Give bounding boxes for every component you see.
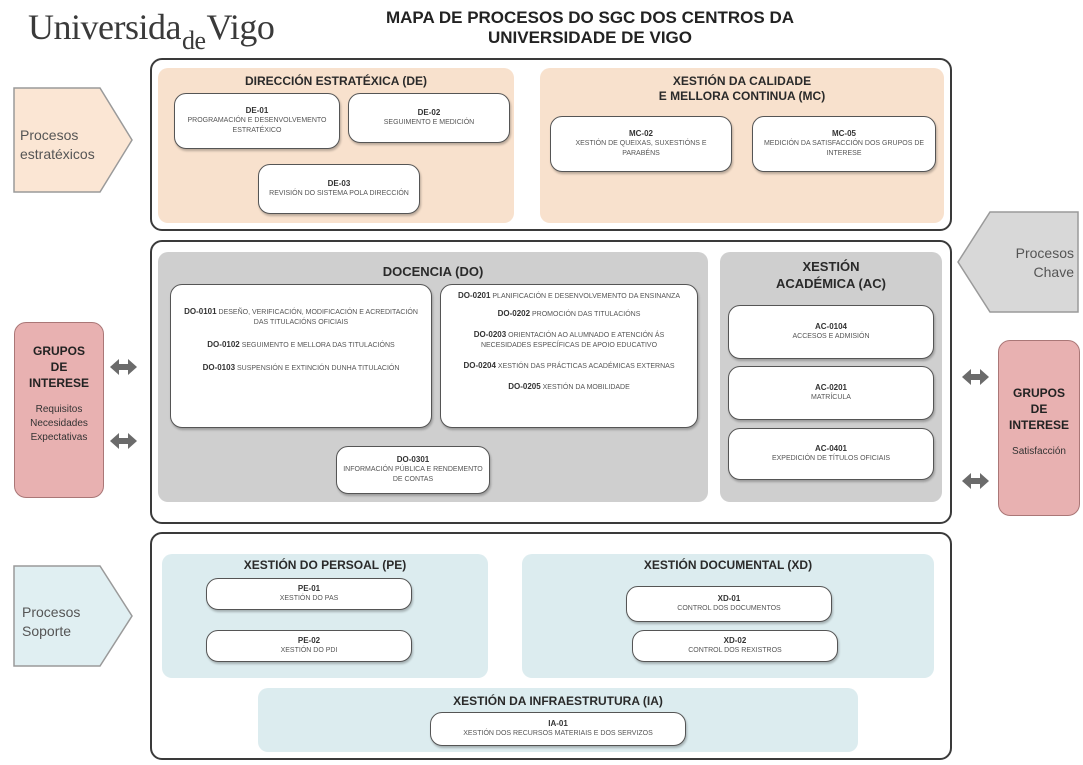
process-text: SEGUIMENTO E MEDICIÓN <box>383 119 475 126</box>
grupos-left-title: GRUPOS DE INTERESE <box>28 344 89 390</box>
estratexicos-arrow-shape <box>13 87 133 193</box>
process-text: MATRÍCULA <box>811 394 851 401</box>
logo-text-2: de <box>181 26 206 55</box>
university-logo: UniversidadeVigo <box>28 6 275 55</box>
do-left-box: DO-0101 DESEÑO, VERIFICACIÓN, MODIFICACI… <box>170 284 432 428</box>
process-box-de03: DE-03 REVISIÓN DO SISTEMA POLA DIRECCIÓN <box>258 164 420 214</box>
mc-title: XESTIÓN DA CALIDADE E MELLORA CONTINUA (… <box>658 74 826 103</box>
process-code: DO-0301 <box>396 455 430 464</box>
do-item-0204: DO-0204 XESTIÓN DAS PRÁCTICAS ACADÉMICAS… <box>463 361 675 370</box>
process-code: DE-02 <box>417 108 441 117</box>
process-box-xd01: XD-01 CONTROL DOS DOCUMENTOS <box>626 586 832 622</box>
logo-text-1: Universida <box>28 7 181 47</box>
xd-title: XESTIÓN DOCUMENTAL (XD) <box>643 558 813 572</box>
process-code: IA-01 <box>548 719 568 728</box>
do-item-0103: DO-0103 SUSPENSIÓN E EXTINCIÓN DUNHA TIT… <box>202 363 400 372</box>
do-item-0202: DO-0202 PROMOCIÓN DAS TITULACIÓNS <box>497 309 641 318</box>
do-item-0205: DO-0205 XESTIÓN DA MOBILIDADE <box>508 382 630 391</box>
process-text: REVISIÓN DO SISTEMA POLA DIRECCIÓN <box>269 190 409 197</box>
process-code: DE-03 <box>327 179 351 188</box>
ia-title: XESTIÓN DA INFRAESTRUTURA (IA) <box>453 694 663 708</box>
process-code: PE-01 <box>297 584 321 593</box>
process-code: MC-02 <box>628 129 653 138</box>
process-code: PE-02 <box>297 636 321 645</box>
process-text: MEDICIÓN DA SATISFACCIÓN DOS GRUPOS DE I… <box>763 140 925 157</box>
process-code: MC-05 <box>831 129 856 138</box>
estratexicos-label: Procesos estratéxicos <box>20 127 95 162</box>
do-item-0101: DO-0101 DESEÑO, VERIFICACIÓN, MODIFICACI… <box>184 307 418 326</box>
do-right-box: DO-0201 PLANIFICACIÓN E DESENVOLVEMENTO … <box>440 284 698 428</box>
process-box-pe01: PE-01 XESTIÓN DO PAS <box>206 578 412 610</box>
process-box-mc02: MC-02 XESTIÓN DE QUEIXAS, SUXESTIÓNS E P… <box>550 116 732 172</box>
process-box-mc05: MC-05 MEDICIÓN DA SATISFACCIÓN DOS GRUPO… <box>752 116 936 172</box>
pe-title: XESTIÓN DO PERSOAL (PE) <box>243 558 407 572</box>
grupos-interese-left: GRUPOS DE INTERESE Requisitos Necesidade… <box>14 322 104 498</box>
process-text: XESTIÓN DO PAS <box>279 595 339 602</box>
process-box-ac0104: AC-0104 ACCESOS E ADMISIÓN <box>728 305 934 359</box>
page-title: MAPA DE PROCESOS DO SGC DOS CENTROS DA U… <box>385 8 795 47</box>
grupos-left-subtitle: Requisitos Necesidades Expectativas <box>30 404 88 443</box>
process-text: XESTIÓN DO PDI <box>280 647 338 654</box>
chave-arrow-shape <box>957 211 1079 313</box>
process-box-de01: DE-01 PROGRAMACIÓN E DESENVOLVEMENTO EST… <box>174 93 340 149</box>
soporte-arrow-shape <box>13 565 133 667</box>
logo-text-3: Vigo <box>206 7 275 47</box>
process-code: DE-01 <box>245 106 269 115</box>
ac-title: XESTIÓN ACADÉMICA (AC) <box>775 259 886 291</box>
soporte-label: Procesos Soporte <box>22 604 81 639</box>
process-box-pe02: PE-02 XESTIÓN DO PDI <box>206 630 412 662</box>
process-text: CONTROL DOS DOCUMENTOS <box>677 605 781 612</box>
process-text: ACCESOS E ADMISIÓN <box>792 333 870 340</box>
process-code: AC-0401 <box>814 444 847 453</box>
grupos-interese-right: GRUPOS DE INTERESE Satisfacción <box>998 340 1080 516</box>
de-title: DIRECCIÓN ESTRATÉXICA (DE) <box>244 74 427 88</box>
process-text: XESTIÓN DE QUEIXAS, SUXESTIÓNS E PARABÉN… <box>575 140 707 157</box>
process-box-ac0401: AC-0401 EXPEDICIÓN DE TÍTULOS OFICIAIS <box>728 428 934 480</box>
process-text: INFORMACIÓN PÚBLICA E RENDEMENTO DE CONT… <box>343 466 483 483</box>
do-item-0102: DO-0102 SEGUIMENTO E MELLORA DAS TITULAC… <box>207 340 395 349</box>
process-code: XD-01 <box>717 594 741 603</box>
grupos-right-title: GRUPOS DE INTERESE <box>1008 386 1069 432</box>
do-title: DOCENCIA (DO) <box>382 264 484 279</box>
process-code: AC-0201 <box>814 383 847 392</box>
process-box-do0301: DO-0301 INFORMACIÓN PÚBLICA E RENDEMENTO… <box>336 446 490 494</box>
process-code: XD-02 <box>723 636 747 645</box>
process-box-ia01: IA-01 XESTIÓN DOS RECURSOS MATERIAIS E D… <box>430 712 686 746</box>
process-code: AC-0104 <box>814 322 847 331</box>
chave-label: Procesos Chave <box>1015 245 1074 280</box>
process-text: EXPEDICIÓN DE TÍTULOS OFICIAIS <box>771 455 891 462</box>
process-text: PROGRAMACIÓN E DESENVOLVEMENTO ESTRATÉXI… <box>187 117 327 134</box>
do-item-0203: DO-0203 ORIENTACIÓN AO ALUMNADO E ATENCI… <box>473 330 665 349</box>
process-text: CONTROL DOS REXISTROS <box>688 647 782 654</box>
process-box-xd02: XD-02 CONTROL DOS REXISTROS <box>632 630 838 662</box>
grupos-right-subtitle: Satisfacción <box>1012 446 1066 457</box>
do-item-0201: DO-0201 PLANIFICACIÓN E DESENVOLVEMENTO … <box>457 291 681 300</box>
process-box-ac0201: AC-0201 MATRÍCULA <box>728 366 934 420</box>
process-text: XESTIÓN DOS RECURSOS MATERIAIS E DOS SER… <box>463 730 653 737</box>
process-box-de02: DE-02 SEGUIMENTO E MEDICIÓN <box>348 93 510 143</box>
